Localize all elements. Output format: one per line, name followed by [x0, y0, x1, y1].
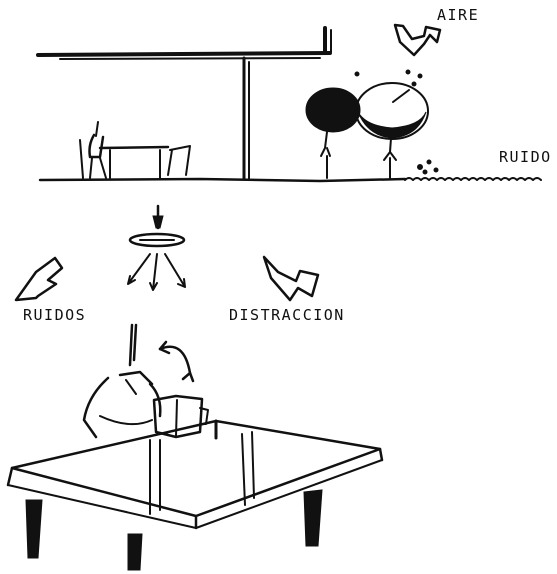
trees — [306, 70, 428, 179]
label-distraccion: DISTRACCION — [229, 306, 345, 324]
label-ruidos: RUIDOS — [23, 306, 86, 324]
distraction-arrow-right-icon — [264, 257, 318, 300]
desk-large — [8, 421, 382, 570]
noise-arrow-left-icon — [16, 258, 62, 300]
seated-person-small — [80, 122, 106, 178]
studying-person — [84, 325, 208, 437]
ground-line — [40, 179, 405, 181]
support-column — [244, 58, 249, 180]
air-arrow-icon — [395, 25, 440, 55]
roof-canopy — [38, 28, 331, 59]
terrace-table-small — [100, 146, 190, 178]
curved-arrows-icon — [160, 342, 193, 381]
label-ruido: RUIDO — [499, 148, 552, 166]
ceiling-lamp-icon — [128, 206, 185, 290]
label-aire: AIRE — [437, 6, 479, 24]
